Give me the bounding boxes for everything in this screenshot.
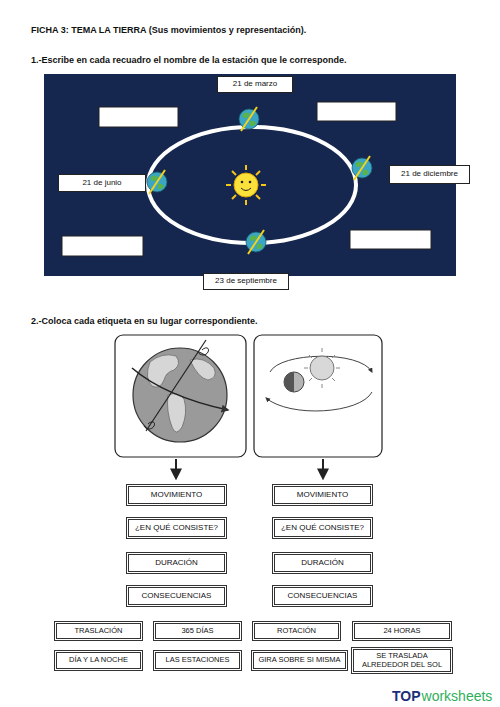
field-box: DURACIÓN — [272, 552, 373, 574]
box-text: 21 de marzo — [233, 80, 277, 89]
earth-icon — [352, 156, 372, 180]
title: FICHA 3: TEMA LA TIERRA (Sus movimientos… — [31, 25, 306, 35]
instruction: 1.-Escribe en cada recuadro el nombre de… — [31, 55, 347, 65]
box-text: DURACIÓN — [155, 559, 198, 568]
field-box: ¿EN QUÉ CONSISTE? — [126, 517, 227, 539]
box-text: ROTACIÓN — [277, 627, 316, 635]
down-arrow — [175, 459, 177, 478]
field-box: MOVIMIENTO — [272, 484, 373, 506]
answer-box — [62, 236, 143, 256]
box-text: CONSECUENCIAS — [288, 592, 358, 601]
box-text: DURACIÓN — [301, 559, 344, 568]
box-text: 23 de septiembre — [215, 277, 277, 286]
field-box: DURACIÓN — [126, 552, 227, 574]
box-text: 21 de junio — [82, 179, 121, 188]
field-box: CONSECUENCIAS — [126, 585, 227, 607]
box-text: 365 DÍAS — [181, 627, 213, 635]
orbit — [148, 127, 356, 243]
answer-box — [99, 107, 178, 127]
globe-rotation — [132, 340, 228, 442]
earth-icon — [147, 170, 167, 194]
sun — [226, 165, 266, 205]
earth-icon — [246, 230, 266, 254]
box-text: TRASLACIÓN — [75, 627, 123, 635]
answer-box — [350, 230, 431, 249]
label-tile: 24 HORAS — [352, 621, 452, 641]
box-text: MOVIMIENTO — [297, 491, 348, 500]
label-tile: ROTACIÓN — [252, 621, 341, 641]
label-tile: DÍA Y LA NOCHE — [54, 650, 143, 671]
brand-top: TOP — [392, 688, 421, 704]
orbit-translation — [266, 348, 372, 411]
down-arrow — [322, 459, 324, 478]
box-text: SE TRASLADA ALREDEDOR DEL SOL — [358, 652, 446, 669]
box-text: ¿EN QUÉ CONSISTE? — [135, 524, 218, 533]
label-tile: LAS ESTACIONES — [153, 650, 242, 671]
box-text: CONSECUENCIAS — [142, 592, 212, 601]
field-box: CONSECUENCIAS — [272, 585, 373, 607]
date-box: 21 de junio — [58, 174, 146, 192]
earth-icon — [239, 107, 259, 131]
box-text: ¿EN QUÉ CONSISTE? — [281, 524, 364, 533]
field-box: MOVIMIENTO — [126, 484, 227, 506]
box-text: LAS ESTACIONES — [165, 656, 229, 664]
label-tile: 365 DÍAS — [153, 621, 242, 641]
box-text: 24 HORAS — [383, 627, 420, 635]
date-box: 21 de diciembre — [389, 165, 470, 184]
date-box: 21 de marzo — [217, 76, 293, 93]
image-frame — [254, 335, 382, 457]
box-text: DÍA Y LA NOCHE — [69, 656, 128, 664]
instruction: 2.-Coloca cada etiqueta en su lugar corr… — [31, 316, 258, 326]
answer-box — [317, 102, 396, 121]
box-text: GIRA SOBRE SI MISMA — [258, 656, 340, 664]
field-box: ¿EN QUÉ CONSISTE? — [272, 517, 373, 539]
date-box: 23 de septiembre — [203, 273, 289, 290]
brand-worksheets: worksheets — [422, 688, 493, 704]
label-tile: SE TRASLADA ALREDEDOR DEL SOL — [351, 647, 453, 674]
label-tile: GIRA SOBRE SI MISMA — [251, 650, 348, 671]
label-tile: TRASLACIÓN — [54, 621, 143, 641]
box-text: 21 de diciembre — [401, 170, 458, 179]
image-frame — [115, 335, 246, 457]
box-text: MOVIMIENTO — [151, 491, 202, 500]
